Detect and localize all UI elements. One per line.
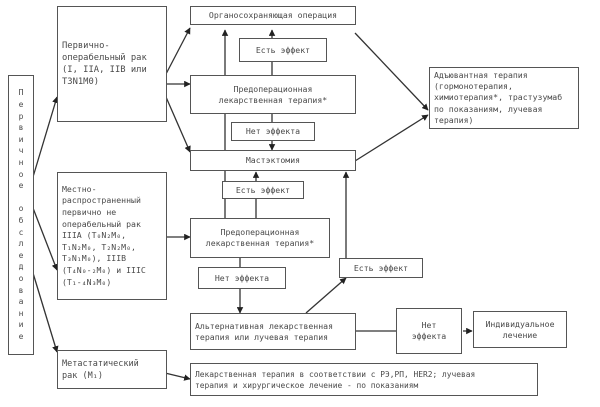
initial-exam-letter: р xyxy=(18,111,24,121)
initial-exam-letter: н xyxy=(18,158,24,168)
initial-exam-letter: о xyxy=(18,169,24,179)
initial-exam-letter: и xyxy=(18,320,24,330)
initial-exam-letter: л xyxy=(18,239,24,249)
effect-no-box-1: Нет эффекта xyxy=(231,122,315,141)
effect-no-box-3: Нет эффекта xyxy=(396,308,462,354)
operable-cancer-box: Первично- операбельный рак (I, IIA, IIB … xyxy=(57,6,167,122)
initial-exam-letter: П xyxy=(18,88,24,98)
preop-therapy-box-2: Предоперационная лекарственная терапия* xyxy=(190,218,330,258)
initial-exam-letter: а xyxy=(18,297,24,307)
effect-yes-text-1: Есть эффект xyxy=(255,44,311,55)
initial-exam-letter: е xyxy=(18,331,24,341)
arrow-operable-to-organ-sparing xyxy=(165,27,191,75)
initial-exam-letter: в xyxy=(18,285,24,295)
adjuvant-therapy-text: Адъювантная терапия (гормонотерапия, хим… xyxy=(434,69,563,125)
arrow-exam-to-locally-advanced xyxy=(32,207,58,271)
effect-no-text-1: Нет эффекта xyxy=(245,126,301,136)
initial-exam-letter: о xyxy=(18,204,24,214)
arrow-operable-to-mastectomy xyxy=(165,96,191,153)
alternative-therapy-box: Альтернативная лекарственная терапия или… xyxy=(190,313,356,350)
arrow-metastatic-to-therapy xyxy=(164,372,191,381)
initial-exam-letter: в xyxy=(18,123,24,133)
arrow-exam-to-operable xyxy=(32,96,59,178)
effect-yes-box-3: Есть эффект xyxy=(339,258,423,278)
initial-exam-letter: д xyxy=(18,262,24,272)
metastatic-therapy-box: Лекарственная терапия в соответствии с Р… xyxy=(190,363,538,396)
effect-no-text-3: Нет эффекта xyxy=(411,320,447,341)
initial-exam-letter: н xyxy=(18,308,24,318)
individual-treatment-box: Индивидуальное лечение xyxy=(473,311,567,348)
effect-yes-text-3: Есть эффект xyxy=(353,262,409,273)
arrow-exam-to-metastatic xyxy=(32,272,59,353)
preop-therapy-text-1: Предоперационная лекарственная терапия* xyxy=(218,83,328,105)
arrow-organ-sparing-to-adjuvant xyxy=(354,32,429,111)
initial-exam-letter: и xyxy=(18,134,24,144)
adjuvant-therapy-box: Адъювантная терапия (гормонотерапия, хим… xyxy=(429,67,579,129)
preop-therapy-text-2: Предоперационная лекарственная терапия* xyxy=(205,227,315,248)
initial-exam-letter: с xyxy=(18,227,24,237)
mastectomy-box: Мастэктомия xyxy=(190,150,356,171)
effect-no-text-2: Нет эффекта xyxy=(214,272,270,283)
metastatic-therapy-text: Лекарственная терапия в соответствии с Р… xyxy=(195,369,476,390)
arrow-mastectomy-to-adjuvant xyxy=(354,114,429,162)
mastectomy-text: Мастэктомия xyxy=(245,155,301,165)
locally-advanced-cancer-box: Местно- распространенный первично не опе… xyxy=(57,172,167,300)
effect-yes-text-2: Есть эффект xyxy=(235,184,291,195)
effect-yes-box-1: Есть эффект xyxy=(239,38,327,62)
operable-cancer-text: Первично- операбельный рак (I, IIA, IIB … xyxy=(62,41,147,87)
initial-exam-letter: е xyxy=(18,100,24,110)
effect-yes-box-2: Есть эффект xyxy=(222,181,304,199)
initial-exam-letter: ч xyxy=(18,146,24,156)
preop-therapy-box-1: Предоперационная лекарственная терапия* xyxy=(190,75,356,114)
arrow-alternative-to-effect-yes3 xyxy=(305,277,347,314)
initial-exam-letter: б xyxy=(18,216,24,225)
organ-sparing-surgery-text: Органосохраняющая операция xyxy=(208,10,338,20)
initial-exam-letter: е xyxy=(18,181,24,191)
individual-treatment-text: Индивидуальное лечение xyxy=(485,318,555,340)
initial-exam-letter: е xyxy=(18,250,24,260)
alternative-therapy-text: Альтернативная лекарственная терапия или… xyxy=(195,320,334,342)
metastatic-cancer-text: Метастатический рак (M₁) xyxy=(62,358,139,381)
initial-exam-letter: о xyxy=(18,273,24,283)
locally-advanced-cancer-text: Местно- распространенный первично не опе… xyxy=(62,183,146,287)
organ-sparing-surgery-box: Органосохраняющая операция xyxy=(190,6,356,25)
metastatic-cancer-box: Метастатический рак (M₁) xyxy=(57,350,167,389)
effect-no-box-2: Нет эффекта xyxy=(198,267,286,289)
initial-exam-letter xyxy=(19,192,24,204)
